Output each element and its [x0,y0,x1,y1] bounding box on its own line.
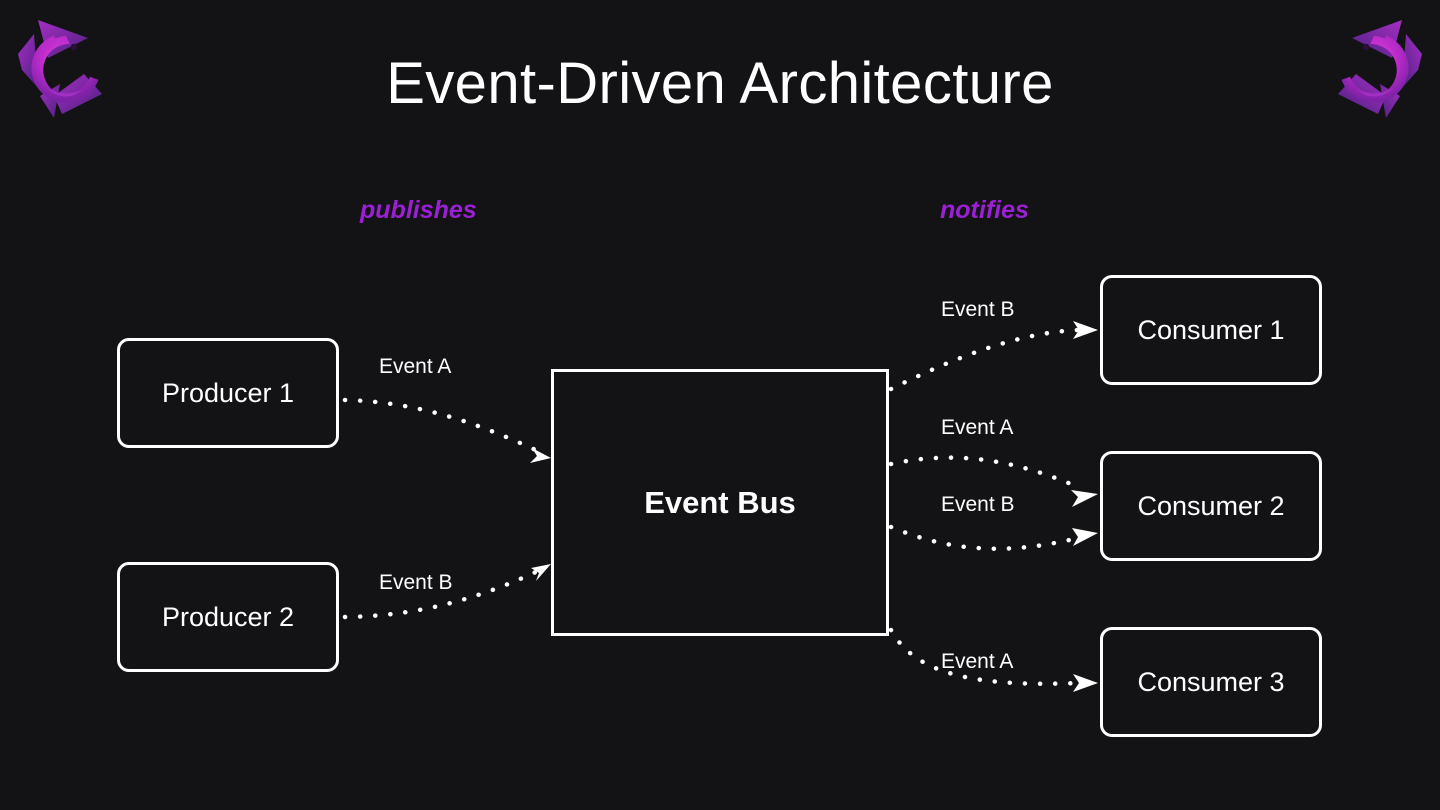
node-producer-2[interactable]: Producer 2 [117,562,339,672]
caption-notifies: notifies [940,196,1029,224]
node-event-bus[interactable]: Event Bus [551,369,889,636]
edge-label-event-b: Event B [941,493,1015,516]
edge-label-event-b: Event B [379,571,453,594]
edge-label-event-a: Event A [379,355,452,378]
logo-swirl [31,33,101,103]
edge-label-event-a: Event A [941,650,1014,673]
page-title: Event-Driven Architecture [386,51,1054,116]
reactivex-logo [10,14,122,126]
edge-label-event-b: Event B [941,298,1015,321]
edge-bus-to-consumer2-b [888,524,1098,551]
node-consumer-1[interactable]: Consumer 1 [1100,275,1322,385]
edge-bus-to-consumer1 [888,321,1098,392]
edge-label-event-a: Event A [941,416,1014,439]
node-consumer-2[interactable]: Consumer 2 [1100,451,1322,561]
edge-producer1-to-bus [342,397,551,463]
node-consumer-3[interactable]: Consumer 3 [1100,627,1322,737]
reactivex-logo [1318,14,1430,126]
caption-publishes: publishes [360,196,477,224]
node-producer-1[interactable]: Producer 1 [117,338,339,448]
